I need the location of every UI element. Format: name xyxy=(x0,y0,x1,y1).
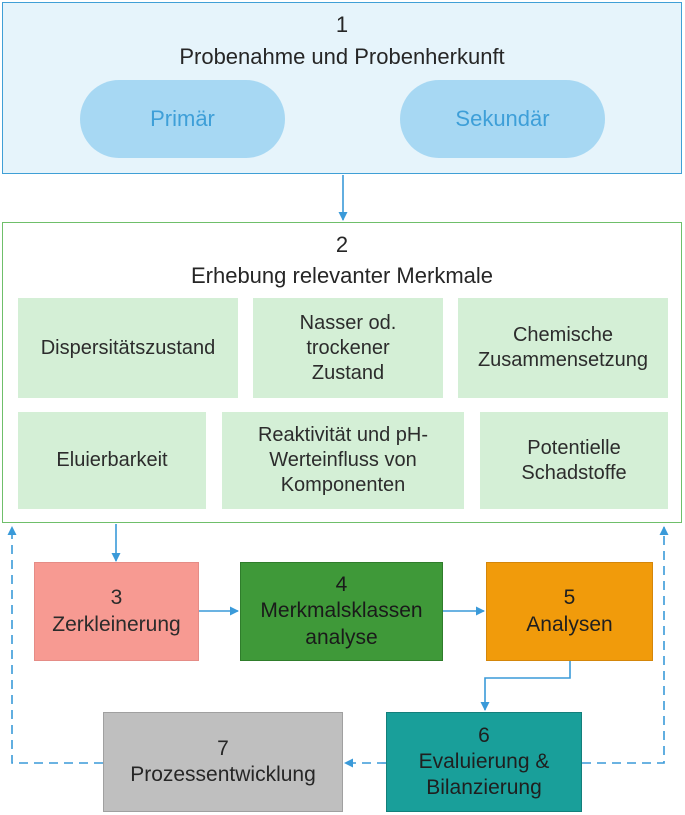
feature-dispersity: Dispersitätszustand xyxy=(18,298,238,398)
feature-line: Nasser od. xyxy=(299,311,397,334)
feature-line: Reaktivität und pH- xyxy=(257,424,429,446)
step-number: 7 xyxy=(217,736,229,760)
feature-line: Komponenten xyxy=(280,474,406,496)
feedback-6-to-2 xyxy=(582,526,669,764)
step-7-process-development: 7 Prozessentwicklung xyxy=(103,712,343,812)
step-label: Prozessentwicklung xyxy=(130,763,316,786)
pill-primary: Primär xyxy=(80,80,285,158)
step-label: Analysen xyxy=(526,612,613,636)
arrow-5-to-6 xyxy=(480,661,571,711)
step-5-analyses: 5 Analysen xyxy=(486,562,653,661)
feature-line: trockener xyxy=(306,336,390,359)
feature-elutability: Eluierbarkeit xyxy=(18,412,206,509)
feature-line: Potentielle xyxy=(527,436,621,459)
step-6-evaluation-balancing: 6 Evaluierung & Bilanzierung xyxy=(386,712,582,812)
feature-line: Dispersitätszustand xyxy=(40,336,216,359)
feature-line: Zustand xyxy=(311,361,385,384)
feature-line: Zusammensetzung xyxy=(477,349,649,371)
step-label: Merkmalsklassen xyxy=(260,599,423,623)
step-4-feature-class-analysis: 4 Merkmalsklassen analyse xyxy=(240,562,443,661)
feature-wet-dry-state: Nasser od. trockener Zustand xyxy=(253,298,443,398)
step-number: 6 xyxy=(478,723,490,747)
feature-line: Schadstoffe xyxy=(521,461,627,484)
step-label: analyse xyxy=(305,625,378,649)
step-number: 3 xyxy=(110,586,123,610)
feature-reactivity-ph: Reaktivität und pH- Werteinfluss von Kom… xyxy=(222,412,464,509)
feature-line: Werteinfluss von xyxy=(269,449,417,471)
feedback-7-to-2 xyxy=(7,526,103,764)
step-label: Evaluierung & xyxy=(418,749,550,773)
feature-line: Eluierbarkeit xyxy=(56,449,168,471)
step-3-comminution: 3 Zerkleinerung xyxy=(34,562,199,661)
stage-2-title: Erhebung relevanter Merkmale xyxy=(190,263,494,288)
step-number: 5 xyxy=(563,586,576,610)
step-number: 4 xyxy=(335,573,348,597)
pill-secondary: Sekundär xyxy=(400,80,605,158)
step-label: Zerkleinerung xyxy=(52,612,181,636)
feature-line: Chemische xyxy=(512,324,614,346)
stage-1-title: Probenahme und Probenherkunft xyxy=(179,44,505,69)
feature-chemical-composition: Chemische Zusammensetzung xyxy=(458,298,668,398)
step-label: Bilanzierung xyxy=(426,776,542,800)
stage-2-number: 2 xyxy=(335,232,349,257)
stage-1-number: 1 xyxy=(335,12,349,37)
feature-pollutants: Potentielle Schadstoffe xyxy=(480,412,668,509)
